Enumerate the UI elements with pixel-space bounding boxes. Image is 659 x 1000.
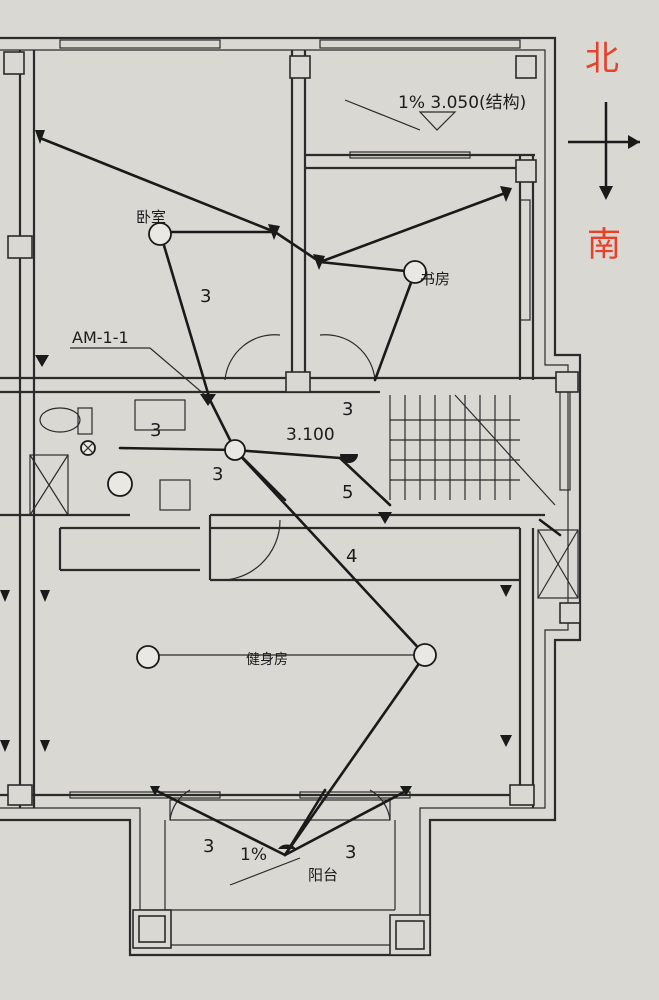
- wire-count-balcony-right: 3: [345, 842, 356, 863]
- balcony-slope-label: 1%: [240, 845, 267, 865]
- fitness-lamp-left: [136, 645, 160, 669]
- wire-count-fitness: 4: [346, 546, 357, 567]
- bedroom-label: 卧室: [136, 208, 166, 226]
- doors: [169, 334, 391, 821]
- level-marker: [229, 99, 457, 886]
- study-label: 书房: [420, 270, 450, 288]
- outer-walls: [0, 36, 582, 957]
- fitness-lamp-right: [413, 643, 437, 667]
- bathroom-fixtures: [39, 399, 191, 511]
- wire-count-hall: 3: [212, 464, 223, 485]
- wiring: [38, 136, 562, 857]
- shafts: [29, 454, 579, 599]
- south-label: 南: [587, 225, 621, 265]
- floor-level-label: 3.100: [286, 425, 335, 445]
- compass-symbol: [568, 102, 640, 200]
- staircase: [389, 394, 556, 506]
- hall-lamp: [224, 439, 246, 461]
- switches: [0, 130, 512, 849]
- columns: [3, 51, 581, 956]
- wire-count-stair: 5: [342, 482, 353, 503]
- panel-leader: [70, 347, 206, 396]
- balcony-label: 阳台: [308, 866, 338, 884]
- north-label: 北: [585, 39, 619, 79]
- wire-count-study: 3: [342, 399, 353, 420]
- lamps: [80, 222, 437, 669]
- wire-count-balcony-left: 3: [203, 836, 214, 857]
- toilet-lamp: [107, 471, 133, 497]
- study-lamp: [403, 260, 427, 284]
- slope-level-label: 1% 3.050(结构): [398, 93, 526, 113]
- wire-count-bedroom: 3: [200, 286, 211, 307]
- fitness-room-label: 健身房: [246, 652, 288, 668]
- bedroom-lamp: [148, 222, 172, 246]
- panel-label: AM-1-1: [72, 328, 129, 347]
- wire-count-toilet: 3: [150, 420, 161, 441]
